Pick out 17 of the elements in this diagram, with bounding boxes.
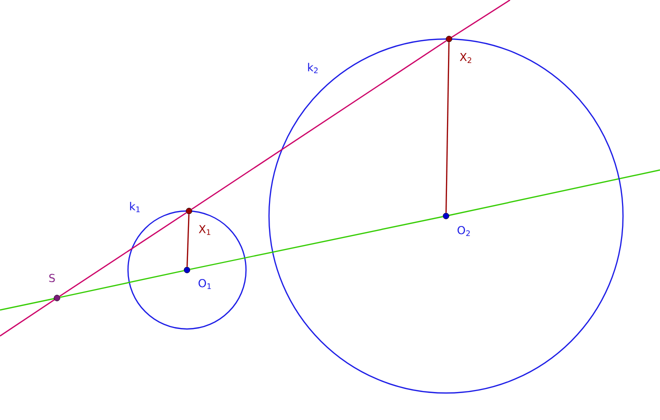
node-label: S bbox=[49, 274, 55, 282]
line-segment bbox=[445, 42, 450, 213]
node-label: O$_{2}$ bbox=[458, 226, 470, 236]
node-label: k bbox=[130, 202, 136, 210]
line-segment bbox=[59, 212, 187, 297]
node-label: X$_{1}$ bbox=[198, 225, 210, 235]
line-segment bbox=[190, 216, 443, 270]
line-segment bbox=[186, 214, 190, 267]
node-label: X$_{2}$ bbox=[460, 53, 472, 63]
node-label: O$_{1}$ bbox=[198, 279, 211, 289]
point: S bbox=[49, 274, 60, 302]
line-segment bbox=[191, 40, 447, 210]
point: O$_{2}$ bbox=[442, 212, 470, 236]
line-segment bbox=[60, 270, 184, 298]
point: X$_{2}$ bbox=[446, 36, 472, 63]
point: O$_{1}$ bbox=[184, 266, 211, 289]
point: X$_{1}$ bbox=[186, 208, 210, 235]
